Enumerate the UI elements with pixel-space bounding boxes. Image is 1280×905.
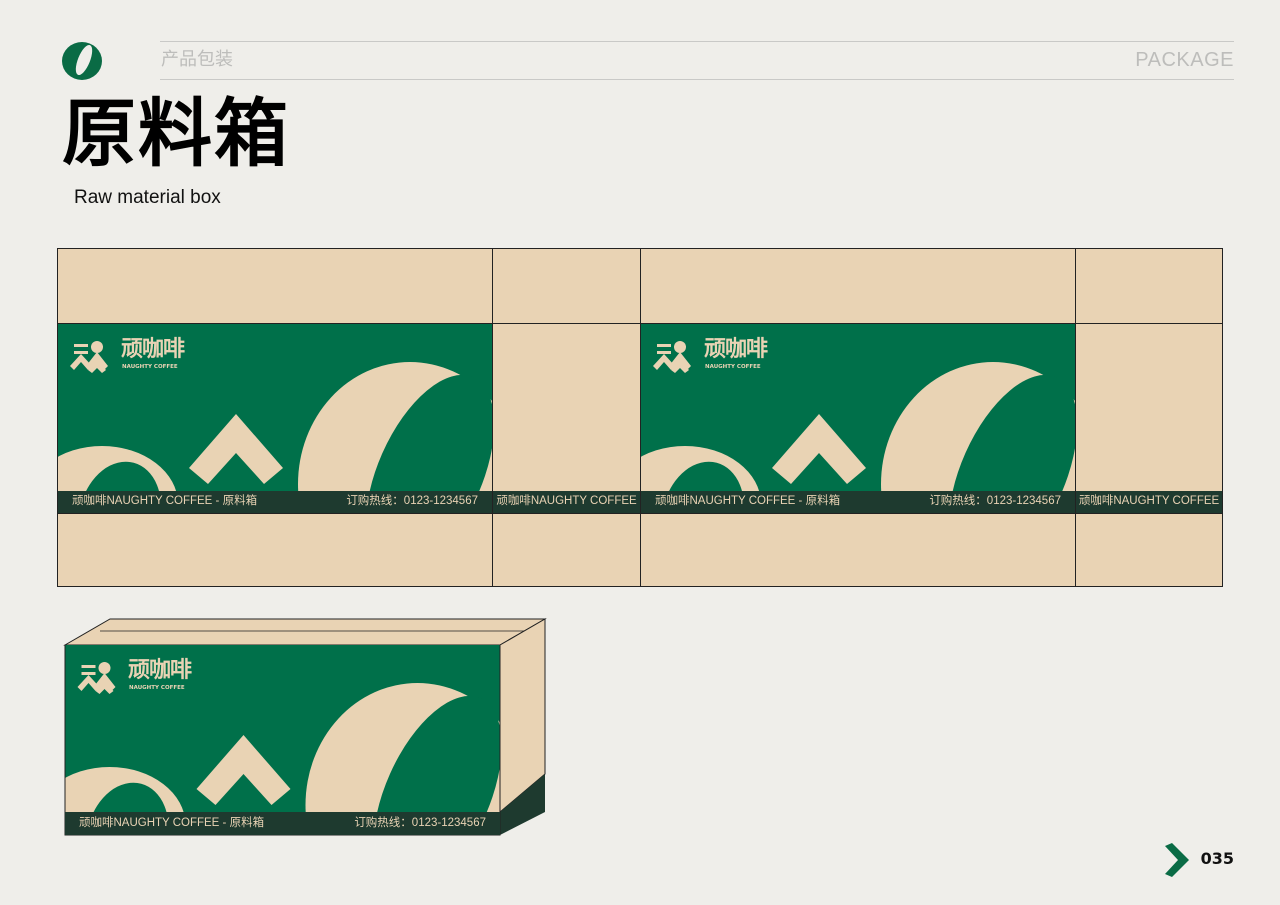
page-number: 035 (1200, 849, 1234, 868)
side-info-strip: 顽咖啡NAUGHTY COFFEE (1076, 491, 1222, 513)
brand-name-cn: 顽咖啡 (704, 337, 768, 362)
box-dieline: 顽咖啡 NAUGHTY COFFEE 顽咖啡NAUGHTY COFFEE - 原… (57, 248, 1223, 587)
info-strip: 顽咖啡NAUGHTY COFFEE - 原料箱 订购热线：0123-123456… (58, 491, 492, 513)
section-label-en: PACKAGE (1135, 49, 1234, 71)
brand-name-en: NAUGHTY COFFEE (705, 364, 761, 370)
brand-name-en: NAUGHTY COFFEE (122, 364, 178, 370)
brand-name-cn: 顽咖啡 (128, 658, 192, 683)
strip-product-label: 顽咖啡NAUGHTY COFFEE - 原料箱 (79, 816, 265, 829)
page-subtitle: Raw material box (74, 187, 221, 208)
front-panel-artwork: 顽咖啡 NAUGHTY COFFEE (58, 324, 492, 491)
strip-hotline: 订购热线：0123-1234567 (354, 816, 486, 829)
strip-product-label: 顽咖啡NAUGHTY COFFEE - 原料箱 (72, 495, 258, 508)
brand-logo-icon (62, 42, 102, 80)
strip-product-label: 顽咖啡NAUGHTY COFFEE - 原料箱 (655, 495, 841, 508)
fold-line (492, 249, 493, 586)
page-title: 原料箱 (62, 91, 290, 177)
fold-line (640, 249, 641, 586)
side-strip-label: 顽咖啡NAUGHTY COFFEE (1078, 495, 1220, 508)
box-info-strip: 顽咖啡NAUGHTY COFFEE - 原料箱 订购热线：0123-123456… (65, 812, 500, 835)
header-top-rule (160, 41, 1234, 42)
box-front-artwork: 顽咖啡 NAUGHTY COFFEE (65, 645, 500, 812)
strip-hotline: 订购热线：0123-1234567 (929, 495, 1061, 508)
strip-hotline: 订购热线：0123-1234567 (346, 495, 478, 508)
side-strip-label: 顽咖啡NAUGHTY COFFEE (496, 495, 637, 508)
brand-name-cn: 顽咖啡 (121, 337, 185, 362)
side-info-strip: 顽咖啡NAUGHTY COFFEE (493, 491, 640, 513)
info-strip: 顽咖啡NAUGHTY COFFEE - 原料箱 订购热线：0123-123456… (641, 491, 1075, 513)
brand-name-en: NAUGHTY COFFEE (129, 685, 185, 691)
section-label: 产品包装 (161, 49, 233, 70)
fold-line (1075, 249, 1076, 586)
back-panel-artwork: 顽咖啡 NAUGHTY COFFEE (641, 324, 1075, 491)
chevron-right-icon (1165, 843, 1189, 877)
header-bottom-rule (160, 79, 1234, 80)
